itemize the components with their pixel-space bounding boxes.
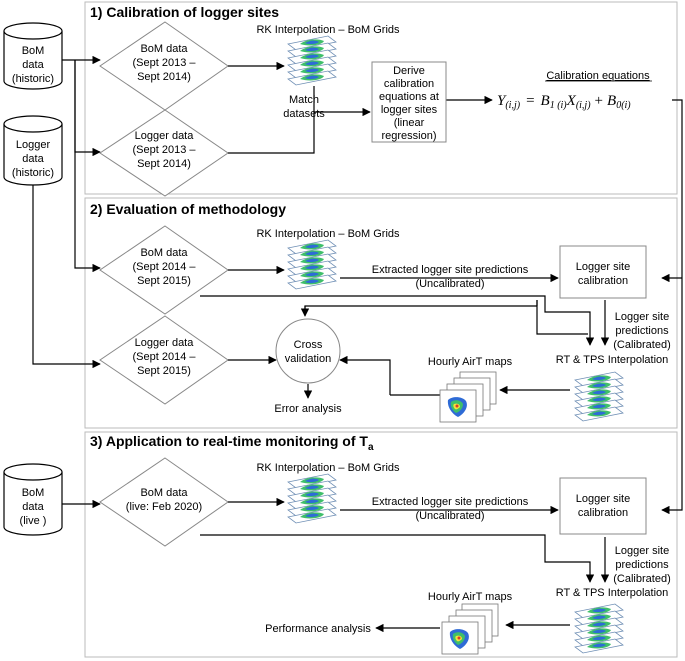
calibrated-predictions-label-s2: Logger site xyxy=(615,311,669,323)
svg-text:calibration: calibration xyxy=(384,78,434,90)
grid-stack-s3 xyxy=(287,473,337,524)
svg-text:Sept 2014): Sept 2014) xyxy=(137,158,191,170)
calibrated-predictions-label-s2b: predictions xyxy=(615,325,669,337)
svg-text:calibration: calibration xyxy=(578,275,628,287)
hourly-maps-s3 xyxy=(441,603,499,655)
svg-text:BoM data: BoM data xyxy=(140,487,188,499)
diamond-bom-2014: BoM data (Sept 2014 – Sept 2015) xyxy=(99,225,229,315)
bom-live-cylinder: BoM data (live ) xyxy=(3,463,63,536)
calibration-equation: Y(i,j)=B1 (i)X(i,j)+B0(i) xyxy=(497,93,631,111)
match-datasets-label: Match xyxy=(289,94,319,106)
svg-text:equations at: equations at xyxy=(379,91,439,103)
diamond-bom-live: BoM data (live: Feb 2020) xyxy=(99,457,229,547)
calibrated-predictions-label-s3b: predictions xyxy=(615,559,669,571)
s1-connectors xyxy=(228,61,683,515)
section-2-panel xyxy=(84,197,678,429)
calibrated-predictions-label-s3: Logger site xyxy=(615,545,669,557)
svg-text:(live ): (live ) xyxy=(20,515,47,527)
svg-text:data: data xyxy=(22,153,44,165)
logger-historic-cylinder: Logger data (historic) xyxy=(3,115,63,186)
rk-grids-label-s2: RK Interpolation – BoM Grids xyxy=(256,228,400,240)
svg-text:data: data xyxy=(22,59,44,71)
calibration-equations-label: Calibration equations xyxy=(546,70,650,82)
svg-text:logger sites: logger sites xyxy=(381,104,438,116)
rt-tps-label-s2: RT & TPS Interpolation xyxy=(556,354,669,366)
hourly-maps-s2 xyxy=(439,371,497,423)
s2-connectors xyxy=(200,265,610,399)
grid-stack-tps-s3 xyxy=(574,603,624,654)
svg-text:Sept 2015): Sept 2015) xyxy=(137,365,191,377)
svg-text:BoM data: BoM data xyxy=(140,247,188,259)
svg-text:(Sept 2013 –: (Sept 2013 – xyxy=(133,144,197,156)
bom-historic-cylinder: BoM data (historic) xyxy=(3,22,63,90)
rt-tps-label-s3: RT & TPS Interpolation xyxy=(556,587,669,599)
svg-text:Logger data: Logger data xyxy=(135,337,195,349)
section-1-panel xyxy=(84,1,678,195)
section-2-title: 2) Evaluation of methodology xyxy=(90,201,286,217)
error-analysis-label: Error analysis xyxy=(274,403,342,415)
match-datasets-label-2: datasets xyxy=(283,108,325,120)
svg-text:Cross: Cross xyxy=(294,339,323,351)
svg-text:Logger: Logger xyxy=(16,139,51,151)
s3-connectors xyxy=(200,497,610,633)
svg-text:Logger site: Logger site xyxy=(576,493,630,505)
section-3-panel xyxy=(84,431,678,658)
grid-stack-tps-s2 xyxy=(574,371,624,422)
uncalibrated-label-s2: (Uncalibrated) xyxy=(415,278,484,290)
svg-text:(linear: (linear xyxy=(394,117,425,129)
svg-text:BoM: BoM xyxy=(22,487,45,499)
svg-text:BoM: BoM xyxy=(22,45,45,57)
grid-stack-s1 xyxy=(287,35,337,86)
svg-text:BoM data: BoM data xyxy=(140,43,188,55)
svg-text:data: data xyxy=(22,501,44,513)
hourly-maps-label-s3: Hourly AirT maps xyxy=(428,591,513,603)
section-1-title: 1) Calibration of logger sites xyxy=(90,4,279,20)
svg-text:validation: validation xyxy=(285,353,331,365)
svg-text:(Sept 2013 –: (Sept 2013 – xyxy=(133,57,197,69)
svg-text:calibration: calibration xyxy=(578,507,628,519)
rk-grids-label-s1: RK Interpolation – BoM Grids xyxy=(256,24,400,36)
svg-text:(historic): (historic) xyxy=(12,167,54,179)
svg-text:Logger site: Logger site xyxy=(576,261,630,273)
hourly-maps-label-s2: Hourly AirT maps xyxy=(428,356,513,368)
svg-text:(Sept 2014 –: (Sept 2014 – xyxy=(133,261,197,273)
extracted-predictions-label-s3: Extracted logger site predictions xyxy=(372,496,529,508)
derive-calibration-box: Derive calibration equations at logger s… xyxy=(371,61,447,143)
section-3-title: 3) Application to real-time monitoring o… xyxy=(90,433,374,453)
grid-stack-s2 xyxy=(287,239,337,290)
svg-text:(live: Feb 2020): (live: Feb 2020) xyxy=(126,501,202,513)
svg-text:Sept 2015): Sept 2015) xyxy=(137,275,191,287)
svg-text:(historic): (historic) xyxy=(12,73,54,85)
diamond-logger-2013: Logger data (Sept 2013 – Sept 2014) xyxy=(99,109,229,197)
diamond-logger-2014: Logger data (Sept 2014 – Sept 2015) xyxy=(99,315,229,405)
cylinder-connectors xyxy=(32,55,101,509)
rk-grids-label-s3: RK Interpolation – BoM Grids xyxy=(256,462,400,474)
diamond-bom-2013: BoM data (Sept 2013 – Sept 2014) xyxy=(99,21,229,111)
svg-text:Logger data: Logger data xyxy=(135,130,195,142)
svg-text:(Sept 2014 –: (Sept 2014 – xyxy=(133,351,197,363)
svg-text:Sept 2014): Sept 2014) xyxy=(137,71,191,83)
calibrated-predictions-label-s2c: (Calibrated) xyxy=(613,339,670,351)
performance-analysis-label: Performance analysis xyxy=(265,623,371,635)
svg-text:regression): regression) xyxy=(381,130,436,142)
extracted-predictions-label-s2: Extracted logger site predictions xyxy=(372,264,529,276)
uncalibrated-label-s3: (Uncalibrated) xyxy=(415,510,484,522)
logger-site-calibration-box-s3: Logger site calibration xyxy=(559,477,647,535)
logger-site-calibration-box-s2: Logger site calibration xyxy=(559,245,647,299)
cross-validation-node: Cross validation xyxy=(275,318,341,384)
calibrated-predictions-label-s3c: (Calibrated) xyxy=(613,573,670,585)
svg-text:Derive: Derive xyxy=(393,65,425,77)
